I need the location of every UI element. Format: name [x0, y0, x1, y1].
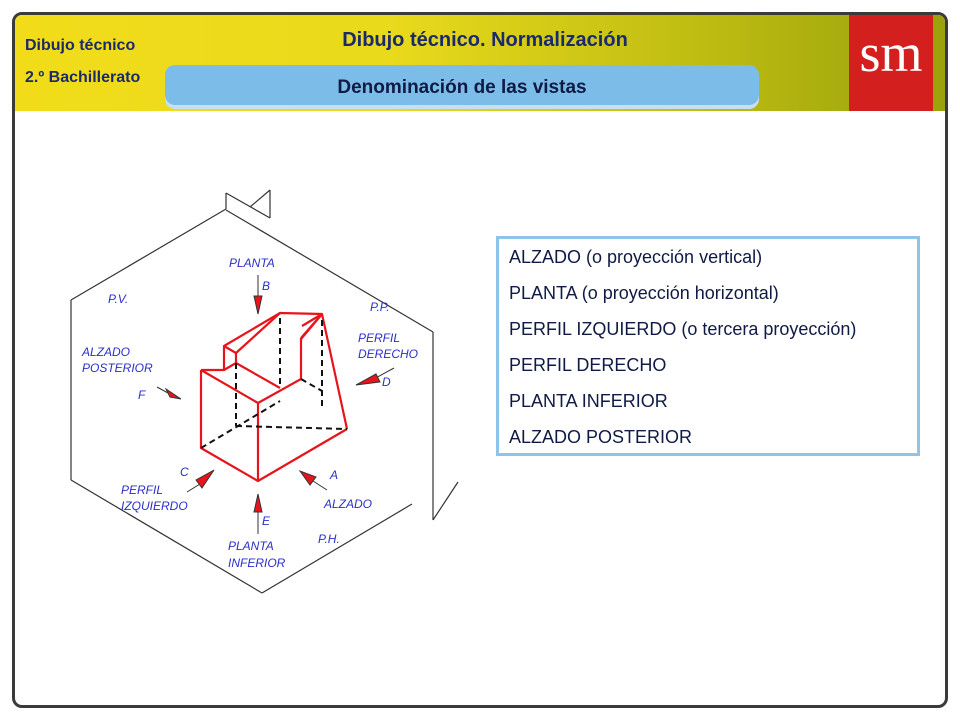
label-planta: PLANTA	[229, 256, 275, 270]
arrow-d-head	[355, 373, 381, 386]
header-bar: Dibujo técnico 2.º Bachillerato Dibujo t…	[15, 15, 945, 111]
plane-ph-label: P.H.	[318, 532, 340, 546]
views-list-item: PERFIL IZQUIERDO (o tercera proyección)	[509, 319, 857, 339]
views-list-item: PLANTA INFERIOR	[509, 391, 668, 411]
hidden-edge	[235, 425, 348, 430]
arrow-f-head	[164, 387, 182, 400]
slide-frame: Dibujo técnico 2.º Bachillerato Dibujo t…	[12, 12, 948, 708]
object-edge	[201, 312, 281, 372]
views-list-item: ALZADO (o proyección vertical)	[509, 247, 763, 267]
label-b: B	[262, 279, 270, 293]
views-list-item: ALZADO POSTERIOR	[509, 427, 693, 447]
sm-logo: sm	[849, 15, 933, 97]
views-list-box: ALZADO (o proyección vertical) PLANTA (o…	[496, 236, 920, 456]
hidden-edges	[200, 318, 348, 449]
label-a: A	[329, 468, 338, 482]
plane-pv-label: P.V.	[108, 292, 128, 306]
arrow-c-head	[195, 469, 215, 489]
logo-text: sm	[859, 23, 923, 83]
label-perfil-derecho-1: PERFIL	[358, 331, 400, 345]
label-alzado: ALZADO	[323, 497, 372, 511]
label-perfil-derecho-2: DERECHO	[358, 347, 418, 361]
view-arrows	[156, 275, 395, 534]
hidden-edge	[200, 400, 281, 449]
arrow-b-head	[253, 295, 263, 315]
label-c: C	[180, 465, 189, 479]
subtitle-banner: Denominación de las vistas	[165, 65, 759, 109]
label-alzado-posterior-2: POSTERIOR	[82, 361, 153, 375]
arrow-e-head	[253, 493, 263, 513]
plane-edge	[225, 209, 434, 333]
plane-edge	[432, 481, 459, 521]
label-e: E	[262, 514, 271, 528]
plane-pp-label: P.P.	[370, 300, 390, 314]
label-perfil-izquierdo-2: IZQUIERDO	[121, 499, 188, 513]
views-list-item: PERFIL DERECHO	[509, 355, 667, 375]
course-subject: Dibujo técnico	[25, 37, 136, 54]
arrow-a-head	[298, 469, 317, 486]
projection-planes	[70, 189, 459, 594]
course-level: 2.º Bachillerato	[25, 69, 141, 86]
object-edge	[235, 311, 323, 354]
plane-edge	[70, 479, 263, 594]
object-edge	[223, 361, 281, 389]
arrow-f-shaft	[156, 386, 169, 394]
views-list-item: PLANTA (o proyección horizontal)	[509, 283, 779, 303]
hidden-edge	[300, 378, 323, 392]
label-perfil-izquierdo-1: PERFIL	[121, 483, 163, 497]
slide-title: Dibujo técnico. Normalización	[342, 29, 628, 51]
arrow-a-shaft	[312, 480, 328, 491]
plane-edge	[249, 189, 271, 208]
label-planta-inferior-2: INFERIOR	[228, 556, 286, 570]
object-solid	[199, 311, 349, 483]
label-d: D	[382, 375, 391, 389]
plane-edge	[70, 208, 227, 301]
label-f: F	[138, 388, 146, 402]
label-planta-inferior-1: PLANTA	[228, 539, 274, 553]
object-edge	[300, 313, 323, 339]
object-edge	[199, 370, 348, 483]
object-edge	[223, 345, 237, 354]
plane-edge	[261, 503, 413, 594]
plane-edge	[225, 192, 271, 219]
arrow-c-shaft	[186, 483, 201, 493]
label-alzado-posterior-1: ALZADO	[81, 345, 130, 359]
logo-strip	[849, 97, 933, 111]
slide-subtitle: Denominación de las vistas	[337, 77, 587, 98]
